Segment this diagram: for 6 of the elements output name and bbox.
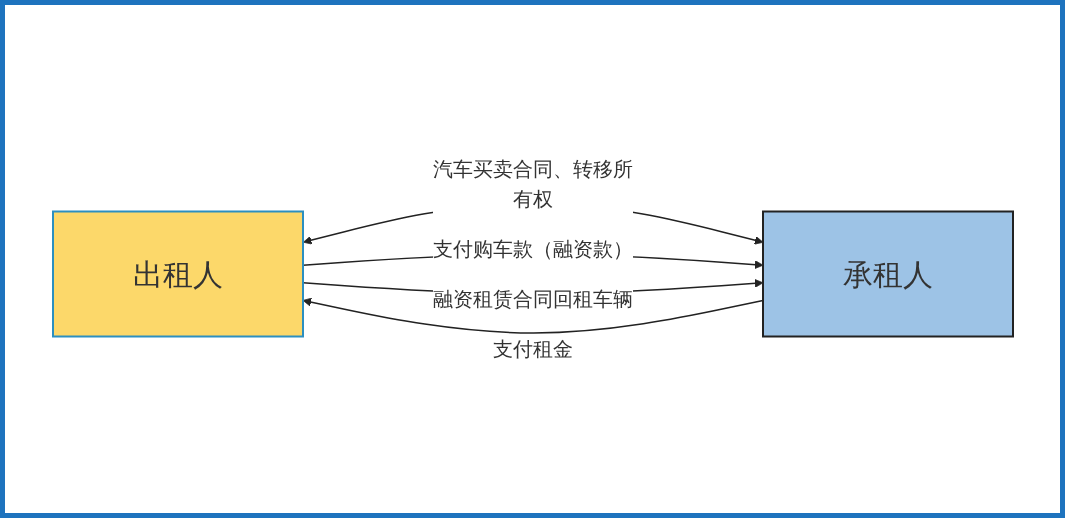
- edge-label: 融资租赁合同回租车辆: [432, 287, 633, 311]
- edge-label: 支付租金: [492, 337, 573, 361]
- node-box: [761, 210, 1014, 338]
- edge-label: 汽车买卖合同、转移所有权: [432, 157, 633, 211]
- edge-label: 支付购车款（融资款）: [432, 237, 633, 261]
- node-box: [51, 210, 304, 338]
